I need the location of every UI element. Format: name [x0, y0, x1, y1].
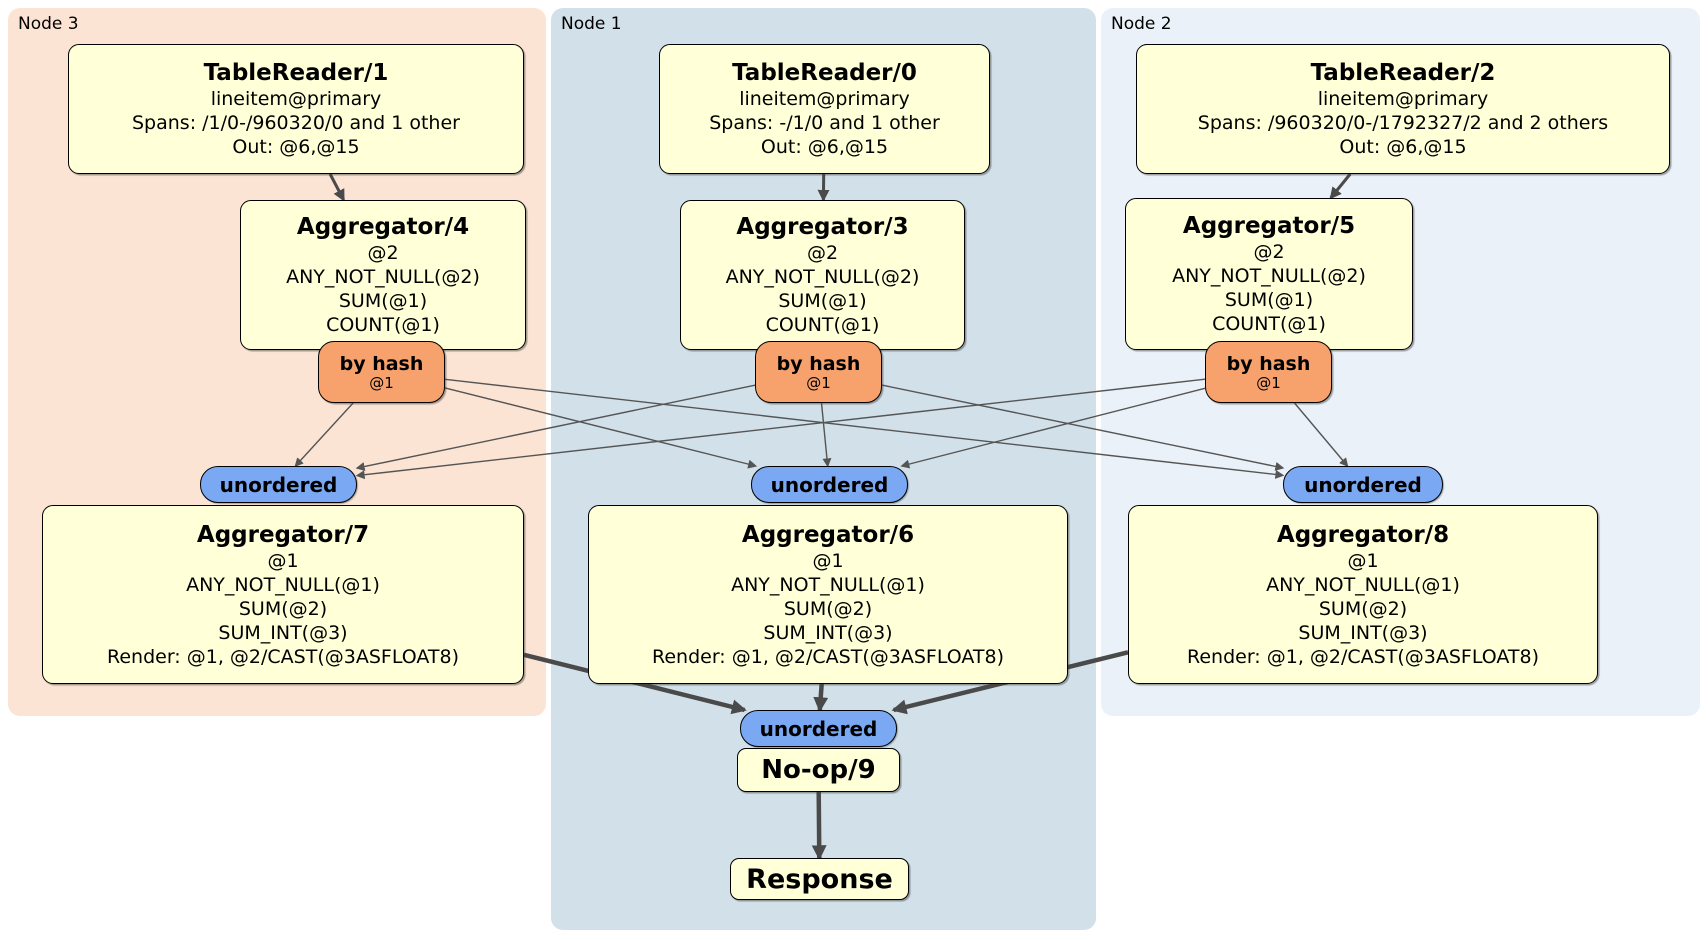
processor-title: Aggregator/4: [296, 214, 470, 240]
processor-detail: Spans: /1/0-/960320/0 and 1 other: [132, 112, 460, 134]
processor-aggregator-6: Aggregator/6 @1 ANY_NOT_NULL(@1) SUM(@2)…: [588, 505, 1068, 684]
processor-detail: SUM(@1): [338, 290, 428, 312]
sync-unordered-node2: unordered: [1283, 466, 1443, 503]
router-by-hash-node2: by hash @1: [1205, 341, 1332, 403]
processor-table-reader-1: TableReader/1 lineitem@primary Spans: /1…: [68, 44, 524, 174]
processor-detail: Out: @6,@15: [232, 136, 360, 158]
processor-detail: ANY_NOT_NULL(@2): [286, 266, 480, 288]
processor-detail: ANY_NOT_NULL(@1): [186, 573, 380, 596]
processor-detail: lineitem@primary: [1317, 88, 1489, 110]
processor-detail: @1: [1347, 549, 1379, 572]
processor-no-op-9: No-op/9: [737, 748, 900, 792]
processor-detail: ANY_NOT_NULL(@1): [1266, 573, 1460, 596]
processor-aggregator-5: Aggregator/5 @2 ANY_NOT_NULL(@2) SUM(@1)…: [1125, 198, 1413, 350]
processor-detail: Spans: /960320/0-/1792327/2 and 2 others: [1197, 112, 1609, 134]
processor-aggregator-4: Aggregator/4 @2 ANY_NOT_NULL(@2) SUM(@1)…: [240, 200, 526, 350]
processor-title: Aggregator/7: [196, 521, 370, 548]
processor-detail: SUM(@2): [783, 597, 873, 620]
processor-detail: @2: [1253, 241, 1285, 263]
processor-aggregator-3: Aggregator/3 @2 ANY_NOT_NULL(@2) SUM(@1)…: [680, 200, 965, 350]
router-title: by hash: [339, 352, 424, 375]
processor-detail: SUM(@1): [778, 290, 867, 312]
processor-detail: Spans: -/1/0 and 1 other: [709, 112, 940, 134]
processor-title: TableReader/2: [1310, 60, 1496, 86]
router-key: @1: [369, 373, 394, 392]
processor-detail: SUM_INT(@3): [763, 621, 893, 644]
router-by-hash-node1: by hash @1: [755, 341, 882, 403]
sync-unordered-node1: unordered: [751, 466, 908, 503]
processor-aggregator-8: Aggregator/8 @1 ANY_NOT_NULL(@1) SUM(@2)…: [1128, 505, 1598, 684]
sync-unordered-final: unordered: [740, 710, 897, 747]
processor-detail: COUNT(@1): [326, 314, 440, 336]
processor-table-reader-2: TableReader/2 lineitem@primary Spans: /9…: [1136, 44, 1670, 174]
processor-title: Aggregator/3: [736, 214, 909, 240]
processor-detail: Out: @6,@15: [760, 136, 889, 158]
processor-title: TableReader/1: [203, 60, 389, 86]
processor-detail: SUM(@2): [238, 597, 328, 620]
processor-detail: Render: @1, @2/CAST(@3ASFLOAT8): [652, 645, 1004, 668]
processor-detail: ANY_NOT_NULL(@2): [725, 266, 920, 288]
router-by-hash-node3: by hash @1: [318, 341, 445, 403]
processor-table-reader-0: TableReader/0 lineitem@primary Spans: -/…: [659, 44, 990, 174]
region-node2-label: Node 2: [1111, 14, 1172, 34]
processor-detail: ANY_NOT_NULL(@1): [731, 573, 925, 596]
region-node1-label: Node 1: [561, 14, 622, 34]
response-node: Response: [730, 858, 909, 900]
processor-title: TableReader/0: [732, 60, 917, 86]
processor-detail: ANY_NOT_NULL(@2): [1172, 265, 1366, 287]
processor-detail: @1: [267, 549, 299, 572]
processor-aggregator-7: Aggregator/7 @1 ANY_NOT_NULL(@1) SUM(@2)…: [42, 505, 524, 684]
processor-detail: SUM_INT(@3): [1298, 621, 1428, 644]
processor-detail: Out: @6,@15: [1339, 136, 1467, 158]
processor-detail: SUM(@2): [1318, 597, 1408, 620]
processor-detail: @1: [812, 549, 844, 572]
processor-detail: SUM_INT(@3): [218, 621, 348, 644]
processor-title: Aggregator/5: [1182, 213, 1356, 239]
sync-unordered-node3: unordered: [200, 466, 357, 503]
processor-detail: @2: [806, 242, 839, 264]
router-title: by hash: [776, 352, 861, 375]
processor-title: Aggregator/8: [1276, 521, 1450, 548]
processor-detail: COUNT(@1): [1212, 313, 1326, 335]
processor-title: Aggregator/6: [741, 521, 915, 548]
processor-detail: lineitem@primary: [210, 88, 382, 110]
router-title: by hash: [1226, 352, 1311, 375]
processor-detail: COUNT(@1): [765, 314, 880, 336]
router-key: @1: [806, 373, 831, 392]
router-key: @1: [1256, 373, 1281, 392]
region-node3-label: Node 3: [18, 14, 79, 34]
processor-detail: SUM(@1): [1224, 289, 1314, 311]
processor-detail: Render: @1, @2/CAST(@3ASFLOAT8): [1187, 645, 1539, 668]
processor-detail: @2: [367, 242, 399, 264]
processor-detail: Render: @1, @2/CAST(@3ASFLOAT8): [107, 645, 459, 668]
processor-detail: lineitem@primary: [739, 88, 910, 110]
